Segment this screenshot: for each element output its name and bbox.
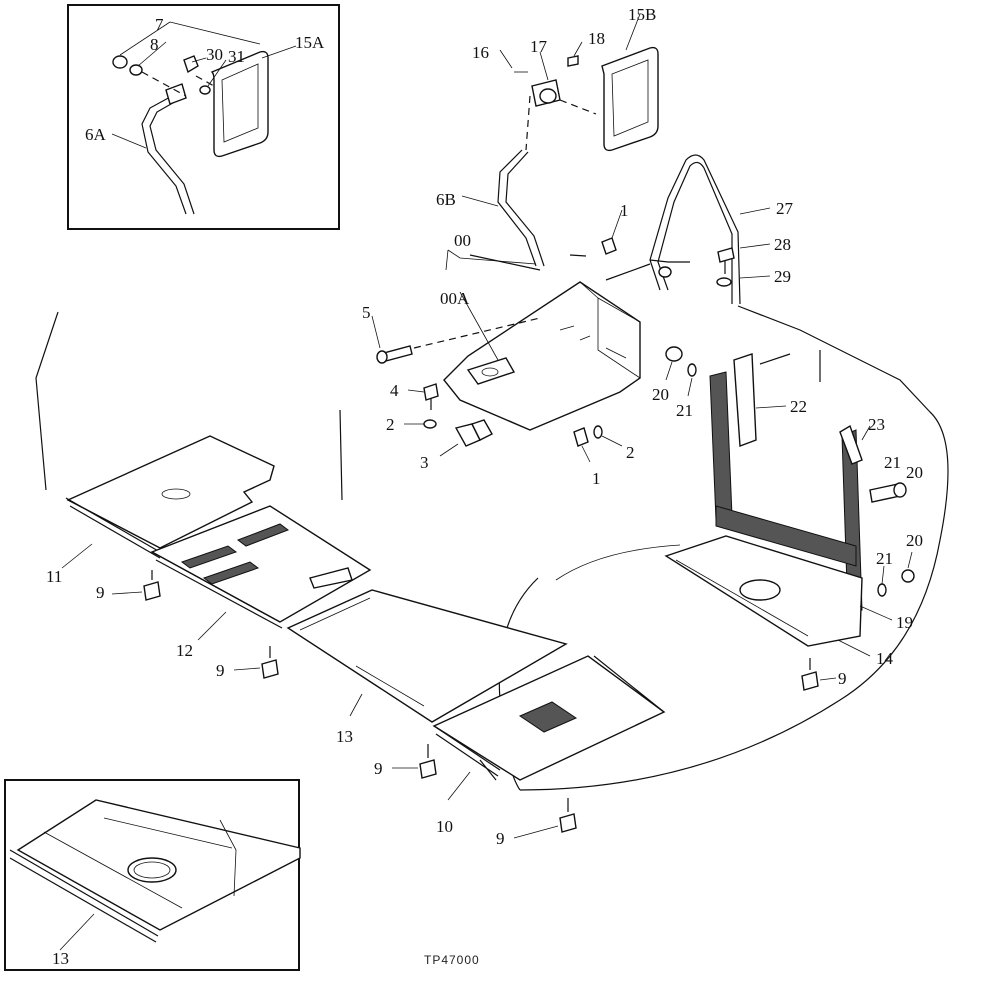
callout-23: 23 (868, 415, 885, 434)
floor-panel-11 (61, 435, 275, 569)
callout-16: 16 (472, 43, 489, 62)
callout-19: 19 (896, 613, 913, 632)
callout-1-top: 1 (620, 201, 629, 220)
callout-2-right: 2 (626, 443, 635, 462)
stud-9-e (513, 798, 577, 839)
callout-31: 31 (228, 47, 245, 66)
inset-leaders (111, 21, 297, 149)
callout-20-mid: 20 (906, 463, 923, 482)
callout-12: 12 (176, 641, 193, 660)
callout-20-upper: 20 (652, 385, 669, 404)
callout-21-mid: 21 (884, 453, 901, 472)
callout-15b: 15B (628, 5, 656, 24)
inset-hardware (112, 55, 215, 97)
mirror-15b (601, 13, 659, 152)
inset-mirror-assembly (67, 4, 340, 230)
callout-4: 4 (390, 381, 399, 400)
bolt-4 (407, 383, 439, 410)
callout-21-lower: 21 (876, 549, 893, 568)
panel-22 (733, 353, 787, 447)
callout-3: 3 (420, 453, 429, 472)
callout-00a: 00A (440, 289, 470, 308)
callout-6a: 6A (85, 125, 107, 144)
callout-7: 7 (155, 15, 164, 34)
stud-9-d (392, 744, 437, 779)
callout-20-lower: 20 (906, 531, 923, 550)
callout-5: 5 (362, 303, 371, 322)
callout-13-main: 13 (336, 727, 353, 746)
callout-18: 18 (588, 29, 605, 48)
callout-00: 00 (454, 231, 471, 250)
callout-1-bottom: 1 (592, 469, 601, 488)
figure-reference-number: TP47000 (424, 953, 480, 967)
handrail-27 (649, 154, 771, 305)
callout-22: 22 (790, 397, 807, 416)
nut-1-bottom (573, 425, 623, 463)
callout-21-upper: 21 (676, 401, 693, 420)
callout-17: 17 (530, 37, 548, 56)
bolt-20-mid (869, 482, 907, 503)
callout-9-d: 9 (374, 759, 383, 778)
callout-15a: 15A (295, 33, 325, 52)
nut-20-upper (665, 346, 683, 381)
mirror-bracket-17 (499, 41, 597, 151)
bolt-28 (717, 243, 771, 274)
washer-29 (716, 275, 771, 287)
mirror-arm-6a (141, 83, 195, 215)
callout-27: 27 (776, 199, 794, 218)
callout-13-inset: 13 (52, 949, 69, 968)
stud-9-c (801, 658, 837, 691)
callout-8: 8 (150, 35, 159, 54)
callout-9-c: 9 (838, 669, 847, 688)
callout-29: 29 (774, 267, 791, 286)
callout-9-a: 9 (96, 583, 105, 602)
bolt-20-lower (877, 551, 915, 597)
frame-14-with-seal (664, 371, 871, 647)
callout-11: 11 (46, 567, 62, 586)
seat-box (443, 249, 641, 431)
callout-6b: 6B (436, 190, 456, 209)
callout-28: 28 (774, 235, 791, 254)
inset-alt-panel-13 (4, 779, 301, 971)
floor-panel-13 (286, 589, 568, 723)
floor-panel-10 (432, 655, 666, 801)
washer-21-upper (687, 363, 697, 397)
bracket-3 (439, 419, 493, 457)
callout-9-b: 9 (216, 661, 225, 680)
stud-9-b (233, 646, 279, 679)
callout-9-e: 9 (496, 829, 505, 848)
mirror-15a (210, 50, 269, 158)
floor-panel-12 (150, 505, 372, 641)
washer-2 (404, 419, 437, 429)
stud-9-a (111, 570, 161, 601)
callout-2-left: 2 (386, 415, 395, 434)
nut-1-top (601, 209, 623, 255)
callout-30: 30 (206, 45, 223, 64)
mirror-arm-6b (461, 149, 545, 267)
bolt-5 (371, 315, 541, 364)
callout-14: 14 (876, 649, 894, 668)
callout-10: 10 (436, 817, 453, 836)
